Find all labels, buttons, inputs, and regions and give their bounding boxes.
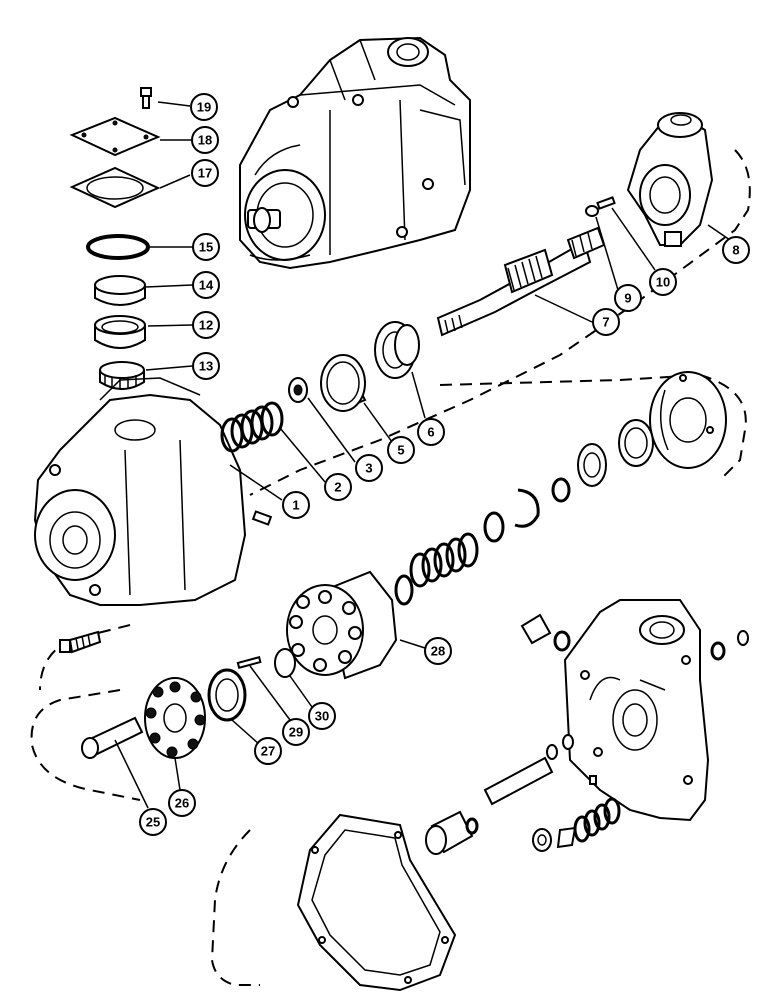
spring-2 [220,401,284,453]
callout-5-label: 5 [397,443,404,458]
callout-5: 5 [387,436,415,464]
o-ring-plug [553,630,571,652]
end-cover [563,599,710,822]
callout-30: 30 [308,702,336,730]
callout-27-label: 27 [261,744,275,759]
pump-housing-1 [33,377,247,606]
key-9 [585,205,599,217]
spring [409,532,479,588]
callout-26-label: 26 [175,796,189,811]
bearing-cone [577,443,607,487]
callout-25: 25 [139,808,167,836]
cylinder-block-28 [286,570,398,680]
lower-group-boundary [210,829,260,986]
plug [520,613,552,645]
callout-6-label: 6 [427,425,434,440]
callout-9: 9 [614,284,642,312]
callout-3-label: 3 [365,461,372,476]
small-pin [589,775,597,785]
valve-plate [649,371,727,469]
callout-7: 7 [592,308,620,336]
assembled-pump [239,36,471,270]
spool-ring-2 [562,734,574,750]
callout-28: 28 [424,637,452,665]
callout-19: 19 [190,93,218,121]
bearing-cup [618,419,654,467]
pin-10 [596,196,616,210]
callout-28-label: 28 [431,644,445,659]
retainer-lower [556,826,577,849]
drive-shaft-7 [436,226,606,337]
spring-lower [573,797,621,843]
callout-15: 15 [192,233,220,261]
o-ring-15 [86,234,150,260]
seal-right-2 [737,630,749,646]
washer [483,511,505,543]
piston-25 [81,716,144,759]
callout-14: 14 [192,271,220,299]
callouts: 19 18 17 15 14 12 13 1 2 3 5 6 7 8 9 10 … [139,93,750,836]
callout-18: 18 [191,126,219,154]
right-group-boundary [249,149,751,496]
bearing-cone-6 [374,321,420,379]
callout-6: 6 [417,418,445,446]
callout-8-label: 8 [732,243,739,258]
gasket-17 [69,166,161,209]
callout-14-label: 14 [199,278,214,293]
gasket-plate [296,813,457,992]
callout-9-label: 9 [624,291,631,306]
callout-29: 29 [282,718,310,746]
callout-30-label: 30 [315,709,329,724]
bearing-cup-5 [320,354,367,412]
callout-3: 3 [355,454,383,482]
bearing-cup-12 [94,315,146,349]
callout-8: 8 [722,236,750,264]
snap-ring [514,488,540,528]
cover-plate-18 [69,116,161,157]
pin [251,510,273,526]
swashplate-8 [626,112,714,247]
spring-washer [394,574,414,606]
callout-10-label: 10 [656,275,670,290]
bolt-lower-left [59,630,102,654]
callout-13: 13 [192,352,220,380]
callout-13-label: 13 [199,359,213,374]
callout-17-label: 17 [198,166,212,181]
seat-3 [288,377,308,403]
seal-ring [551,477,571,503]
bearing-cone-13 [99,361,145,390]
bolt-19 [140,87,152,109]
callout-29-label: 29 [289,725,303,740]
bearing-cup-14 [94,275,146,306]
callout-18-label: 18 [198,133,212,148]
callout-7-label: 7 [602,315,609,330]
seal-right-1 [710,641,726,661]
callout-19-label: 19 [197,100,211,115]
callout-12: 12 [192,311,220,339]
callout-1: 1 [282,491,310,519]
callout-2: 2 [324,473,352,501]
callout-15-label: 15 [199,240,213,255]
callout-26: 26 [168,789,196,817]
retainer-27 [207,668,247,722]
callout-25-label: 25 [146,815,160,830]
spool-ring [465,817,479,835]
callout-27: 27 [254,737,282,765]
valve-spool [425,744,558,855]
callout-1-label: 1 [292,498,299,513]
pin-29 [236,655,262,669]
shoe-plate-26 [144,677,206,759]
callout-12-label: 12 [199,318,213,333]
callout-2-label: 2 [334,480,341,495]
callout-17: 17 [191,159,219,187]
washer-lower [532,828,552,852]
leader-lines [114,101,731,809]
bushing-30 [274,648,296,678]
callout-10: 10 [649,268,677,296]
